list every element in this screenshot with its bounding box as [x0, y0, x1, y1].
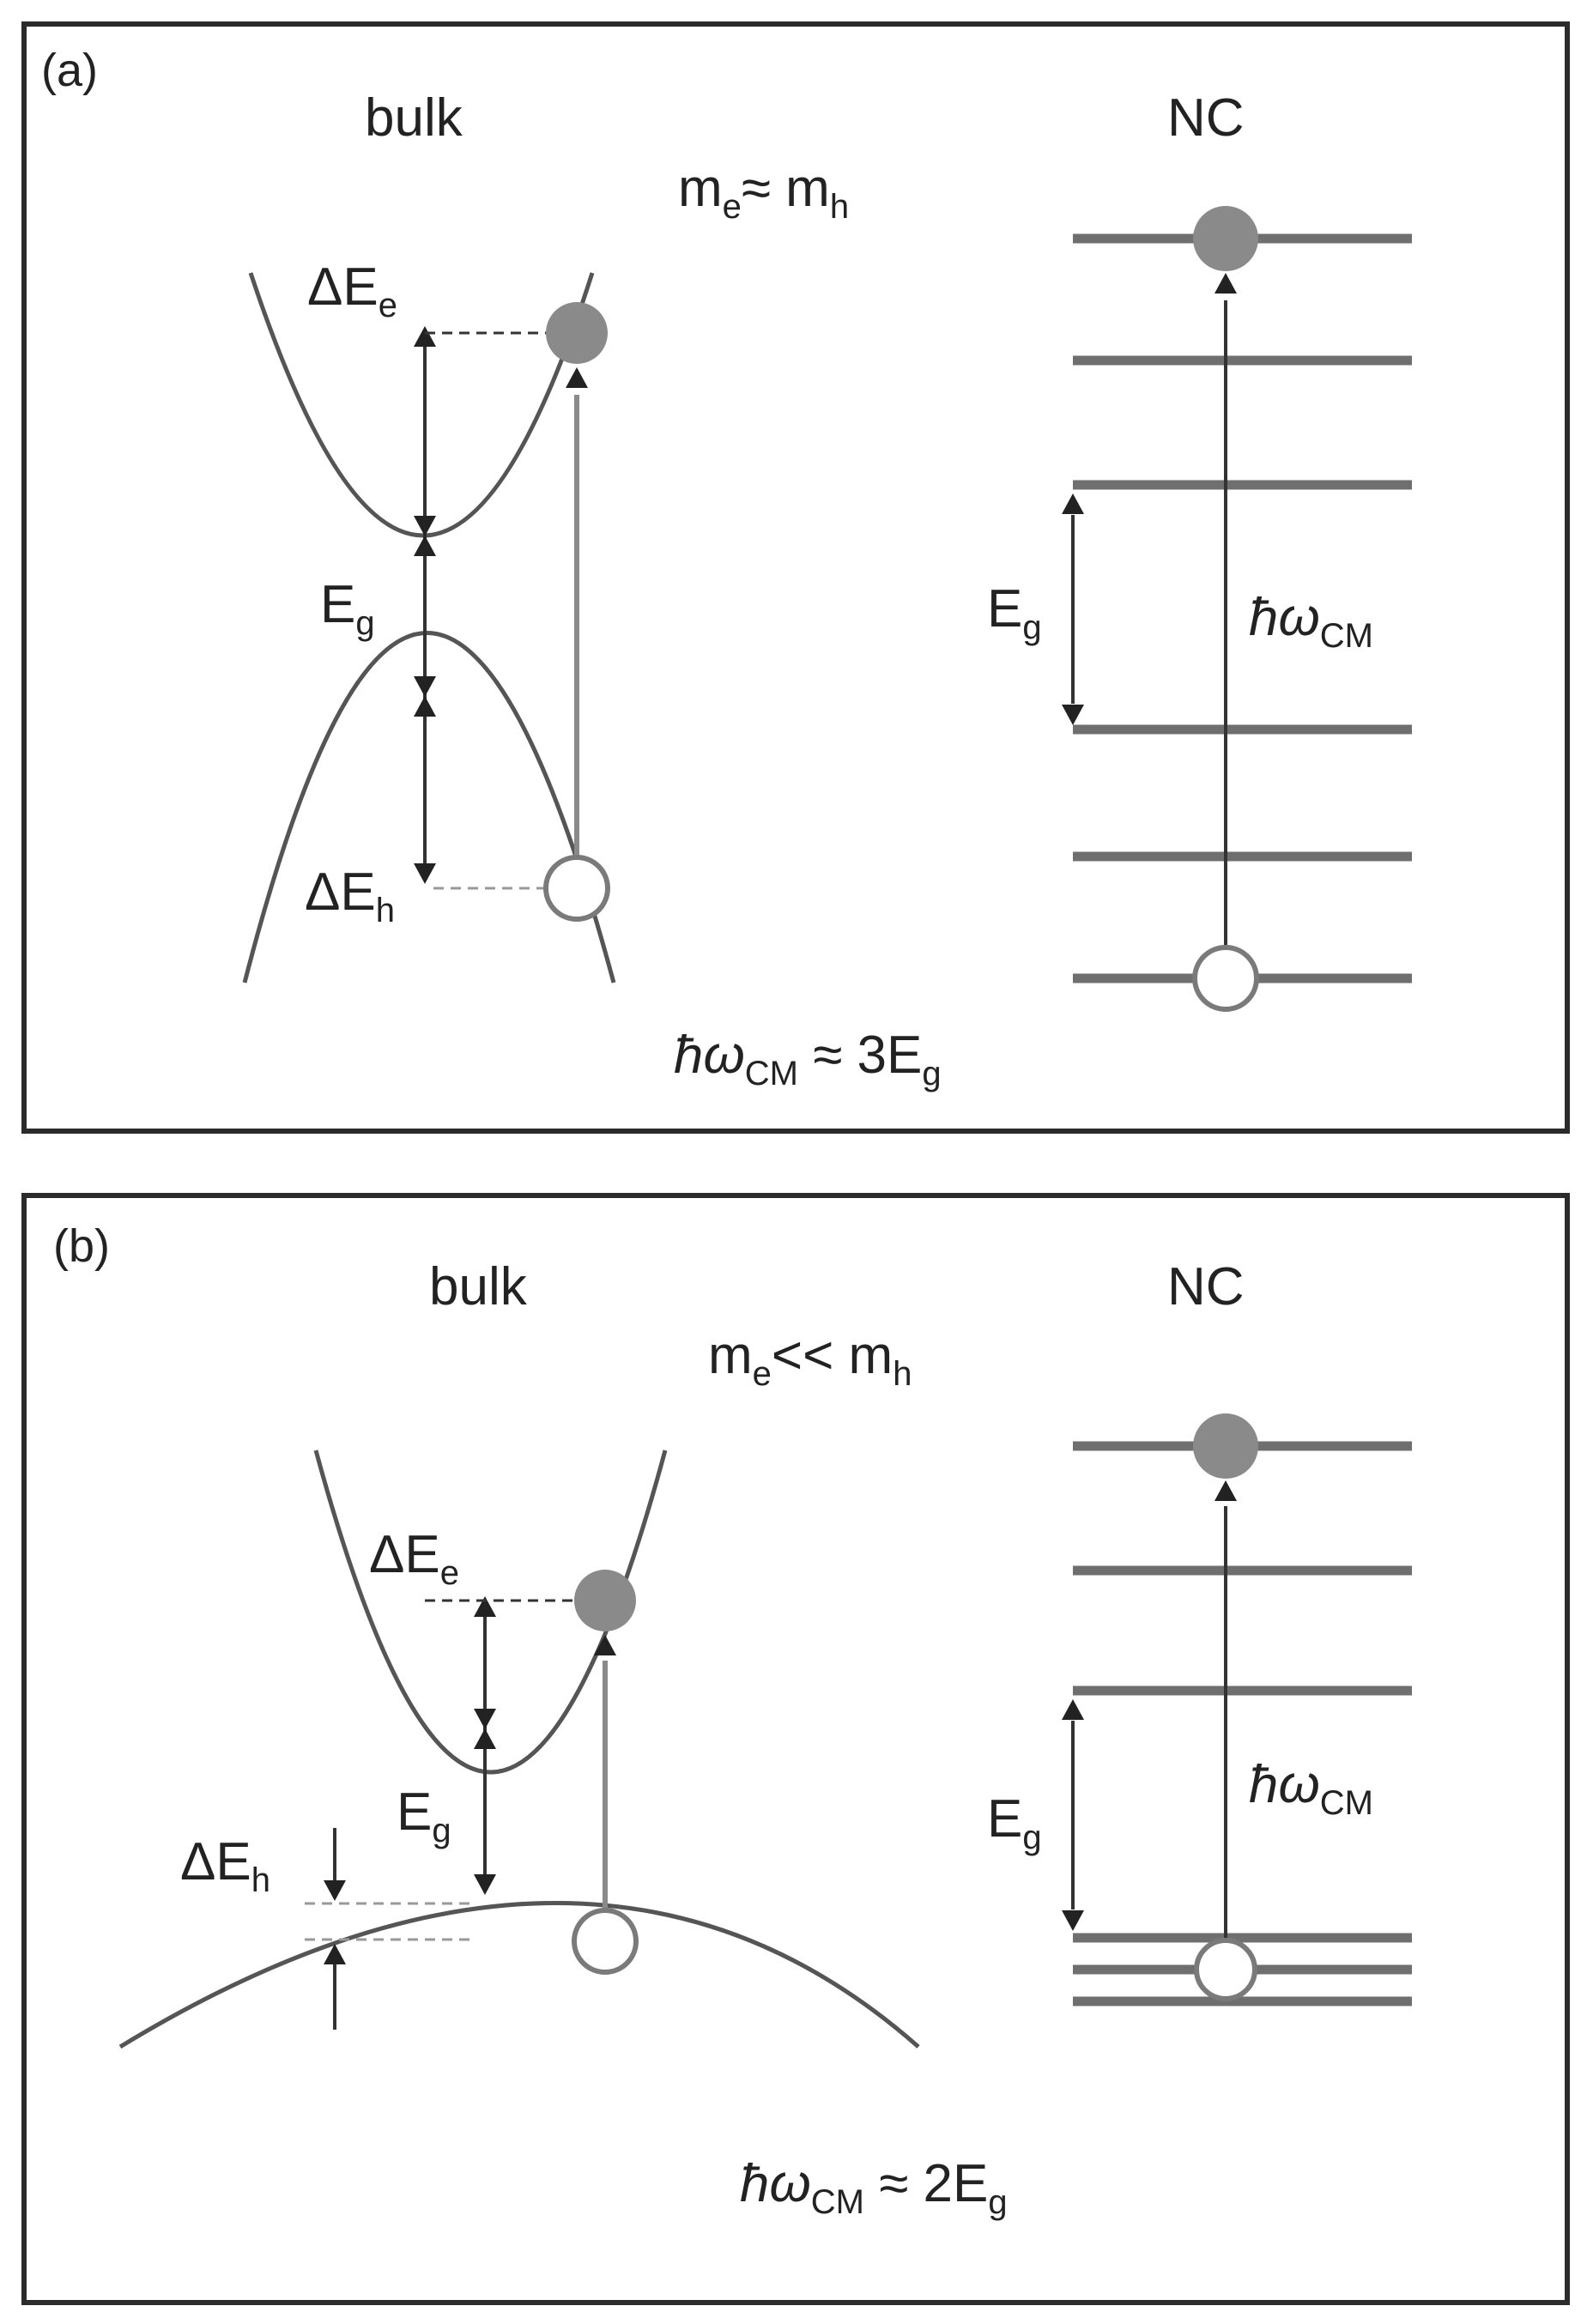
panel-a-dEe-label: ΔEe — [307, 257, 397, 324]
panel-b-bulk-electron — [574, 1570, 636, 1631]
panel-a-threshold-label: ħωCM ≈ 3Eg — [674, 1026, 942, 1092]
panel-b-nc-electron — [1193, 1413, 1258, 1479]
panel-b-frame — [21, 1193, 1570, 2305]
panel-a: (a) bulk NC me≈ mh ΔEe Eg ΔEh — [21, 21, 1570, 1134]
panel-b-mass-relation: me<< mh — [708, 1326, 912, 1393]
panel-a-nc-hole — [1192, 945, 1259, 1012]
panel-a-Eg-label: Eg — [320, 575, 375, 642]
panel-a-nc-title: NC — [1167, 88, 1245, 148]
panel-a-dEh-label: ΔEh — [305, 862, 395, 929]
panel-b-nc-Eg-label: Eg — [987, 1789, 1042, 1856]
panel-b-bulk-title: bulk — [429, 1257, 528, 1316]
panel-a-valence-band — [242, 631, 616, 983]
panel-a-mass-relation: me≈ mh — [678, 159, 849, 226]
panel-b-nc-title: NC — [1167, 1257, 1245, 1316]
panel-b-label: (b) — [53, 1220, 110, 1272]
panel-a-bulk-title: bulk — [365, 88, 463, 148]
panel-a-nc-hw-label: ħωCM — [1249, 588, 1373, 655]
panel-a-conduction-band — [248, 272, 595, 538]
panel-a-bulk-hole — [543, 855, 610, 922]
panel-b: (b) bulk NC me<< mh ΔEe Eg — [21, 1193, 1570, 2305]
panel-b-Eg-label: Eg — [397, 1782, 451, 1849]
panel-a-nc-Eg-label: Eg — [987, 579, 1042, 646]
panel-a-nc-electron — [1193, 206, 1258, 271]
panel-a-bulk-electron — [546, 302, 608, 364]
panel-b-valence-band — [118, 1901, 920, 2049]
panel-b-dEh-label: ΔEh — [180, 1832, 270, 1899]
panel-b-dEe-label: ΔEe — [369, 1525, 459, 1592]
panel-a-label: (a) — [41, 45, 98, 96]
panel-b-threshold-label: ħωCM ≈ 2Eg — [740, 2154, 1008, 2221]
panel-b-nc-hole — [1194, 1938, 1257, 2001]
panel-a-frame — [21, 21, 1570, 1134]
panel-b-nc-hw-label: ħωCM — [1249, 1755, 1373, 1822]
panel-b-bulk-hole — [572, 1908, 639, 1975]
